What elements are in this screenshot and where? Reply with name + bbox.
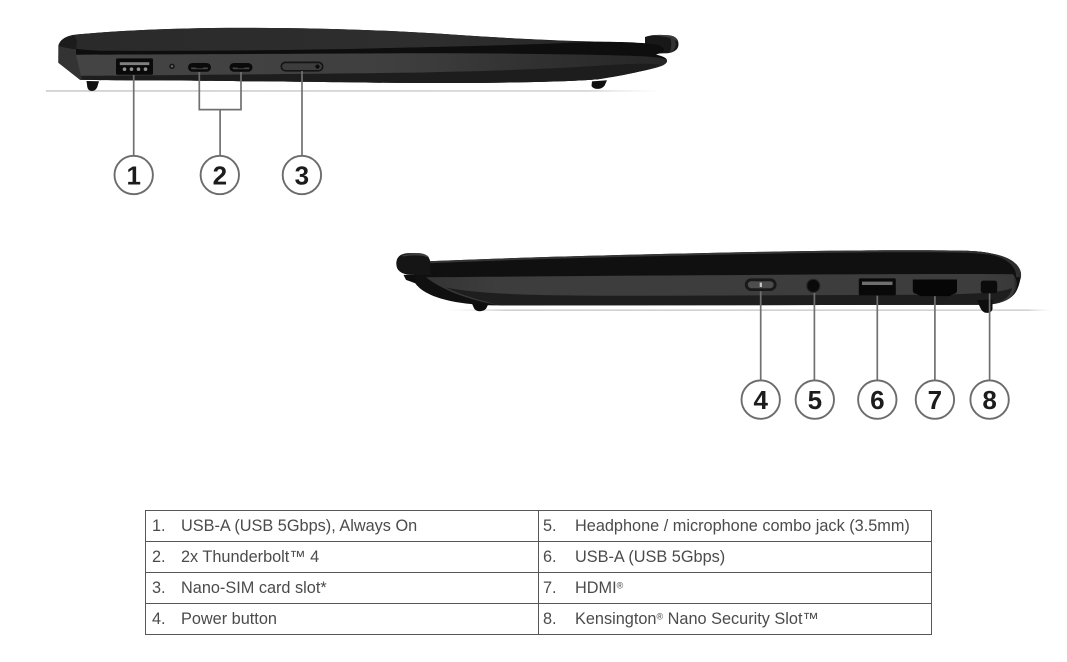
svg-text:7: 7 [928,385,942,415]
svg-text:8: 8 [982,385,996,415]
svg-text:6: 6 [870,385,884,415]
svg-text:5: 5 [808,385,822,415]
svg-text:1: 1 [126,160,140,190]
svg-text:2: 2 [213,160,227,190]
svg-text:4: 4 [753,385,768,415]
svg-text:3: 3 [295,160,309,190]
